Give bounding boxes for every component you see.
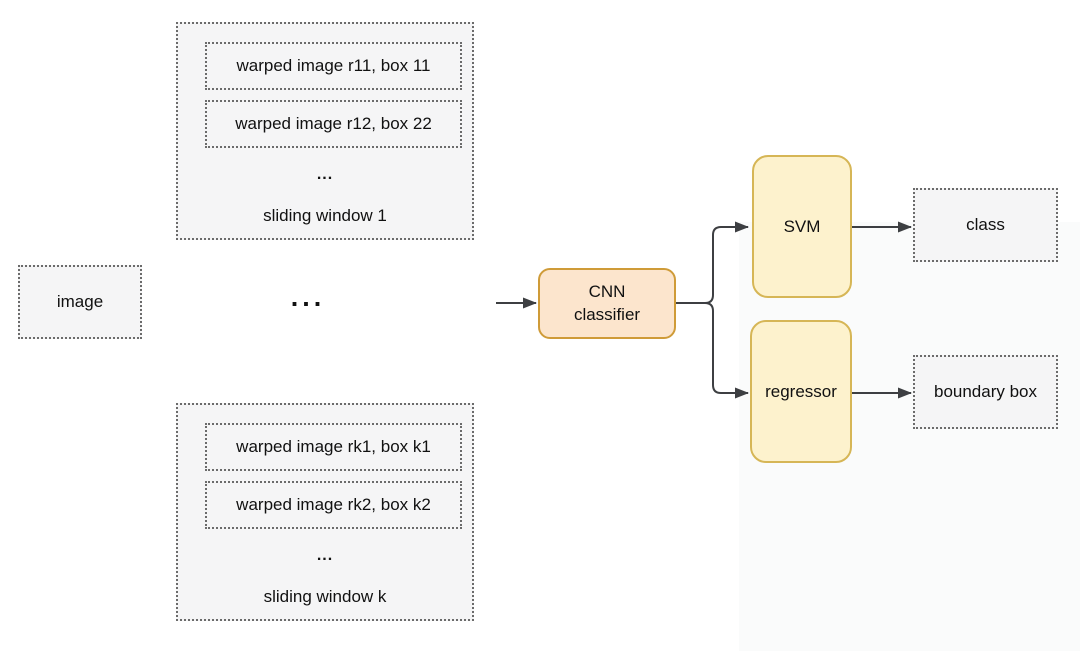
boundary-box-label: boundary box (933, 382, 1038, 401)
class-node: class (913, 188, 1058, 262)
svm-node: SVM (752, 155, 852, 298)
sliding-window-1-label: sliding window 1 (263, 206, 387, 225)
warped-image-rk1-node: warped image rk1, box k1 (205, 423, 462, 471)
image-node: image (18, 265, 142, 339)
regressor-label: regressor (765, 381, 837, 401)
warped-image-rk2-node: warped image rk2, box k2 (205, 481, 462, 529)
cnn-classifier-node: CNN classifier (538, 268, 676, 339)
windows-ellipsis: ... (290, 282, 326, 312)
warped-image-r12-label: warped image r12, box 22 (235, 114, 432, 133)
class-node-label: class (966, 215, 1005, 234)
warped-image-r11-node: warped image r11, box 11 (205, 42, 462, 90)
image-node-label: image (56, 292, 104, 311)
regressor-node: regressor (750, 320, 852, 463)
warped-image-r12-node: warped image r12, box 22 (205, 100, 462, 148)
svm-label: SVM (783, 216, 821, 236)
sliding-window-1-ellipsis: ... (316, 166, 334, 183)
sliding-window-k-label: sliding window k (263, 587, 387, 606)
warped-image-rk1-label: warped image rk1, box k1 (236, 437, 431, 456)
sliding-window-k-node: warped image rk1, box k1 warped image rk… (176, 403, 474, 621)
sliding-window-1-node: warped image r11, box 11 warped image r1… (176, 22, 474, 240)
warped-image-rk2-label: warped image rk2, box k2 (236, 495, 431, 514)
warped-image-r11-label: warped image r11, box 11 (236, 56, 431, 75)
sliding-window-k-ellipsis: ... (316, 547, 334, 564)
boundary-box-node: boundary box (913, 355, 1058, 429)
cnn-classifier-label: CNN classifier (573, 282, 641, 324)
